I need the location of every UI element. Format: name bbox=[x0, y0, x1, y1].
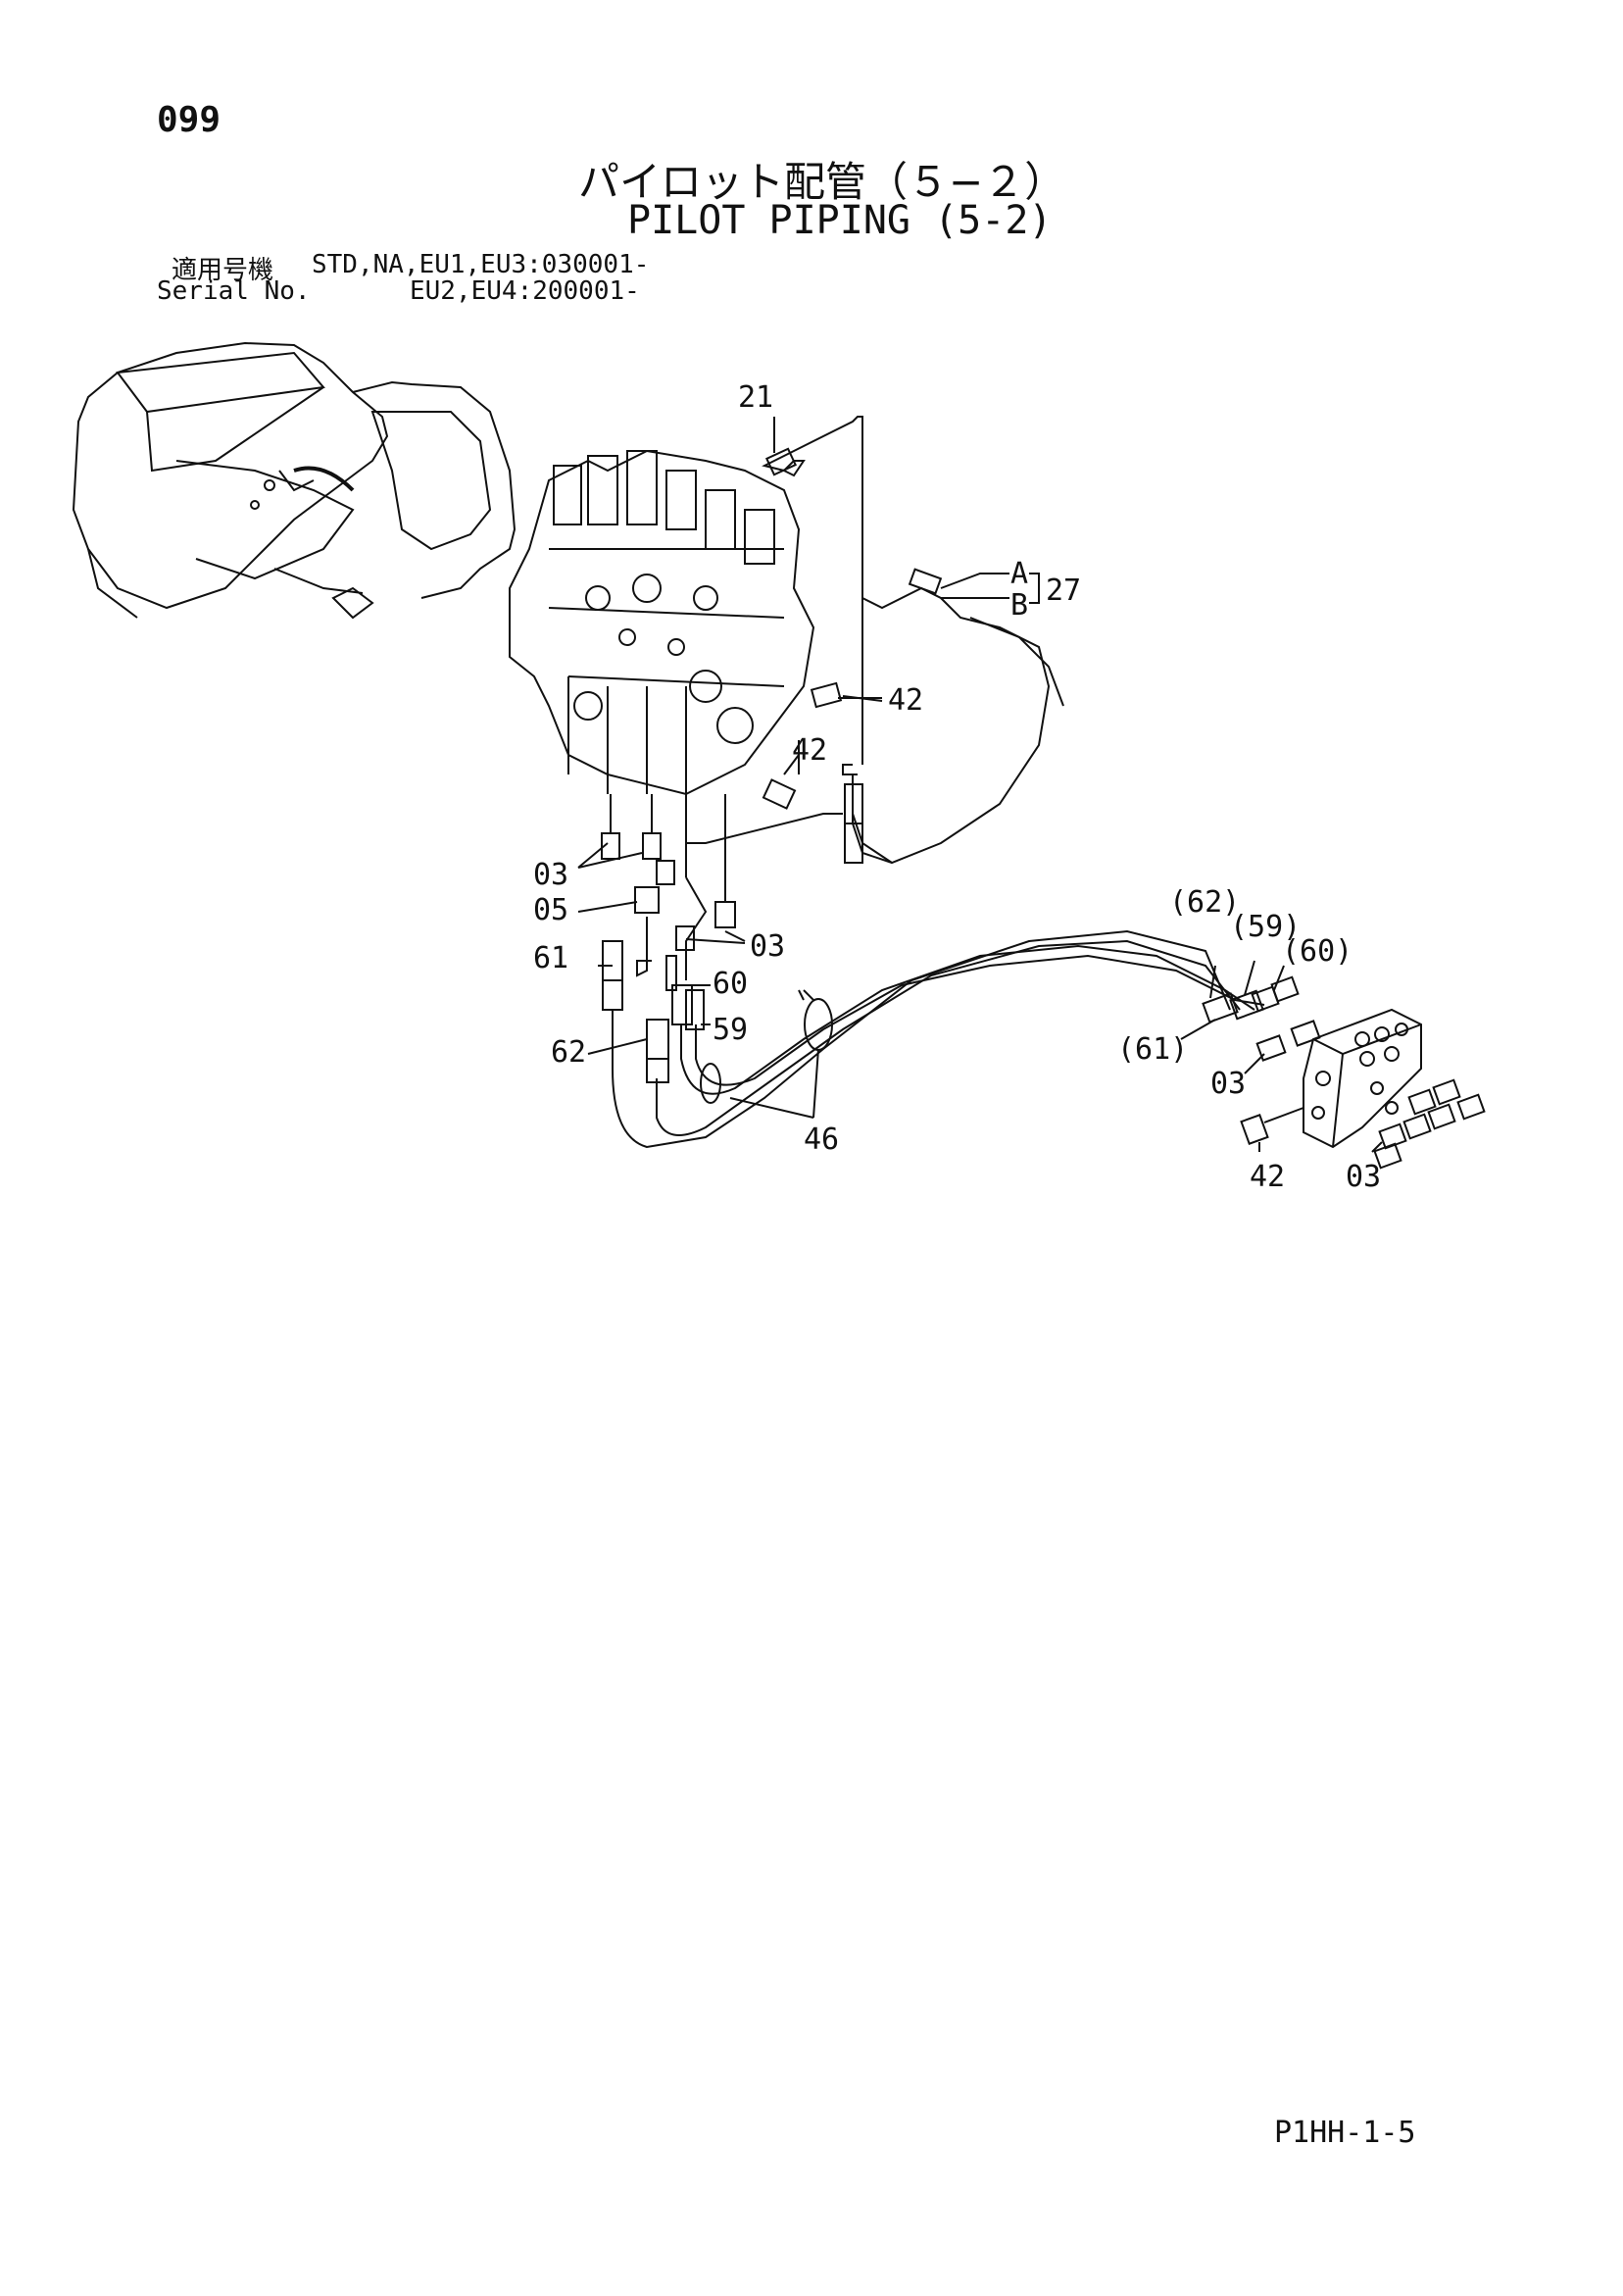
callout-B: B bbox=[1010, 588, 1028, 623]
callout-A: A bbox=[1010, 557, 1028, 591]
serial-label-english: Serial No. bbox=[157, 276, 311, 306]
title-english: PILOT PIPING (5-2) bbox=[627, 198, 1053, 243]
callout-03: 03 bbox=[533, 858, 568, 892]
excavator-outline bbox=[72, 341, 516, 620]
callout-42: 42 bbox=[792, 733, 827, 768]
callout-59: 59 bbox=[713, 1013, 748, 1047]
document-code: P1HH-1-5 bbox=[1274, 2116, 1416, 2150]
callout-21: 21 bbox=[738, 380, 773, 415]
callout-59-alt: (59) bbox=[1230, 910, 1301, 944]
callout-60: 60 bbox=[713, 967, 748, 1001]
serial-range-line1: STD,NA,EU1,EU3:030001- bbox=[312, 250, 650, 279]
callout-62-alt: (62) bbox=[1169, 885, 1240, 920]
page-number: 099 bbox=[157, 100, 221, 140]
callout-05: 05 bbox=[533, 893, 568, 927]
right-valve-body bbox=[1303, 1008, 1422, 1149]
callout-03: 03 bbox=[1346, 1160, 1381, 1194]
serial-label-japanese: 適用号機 bbox=[172, 256, 274, 285]
callout-27: 27 bbox=[1046, 574, 1081, 608]
callout-61: 61 bbox=[533, 941, 568, 975]
callout-03: 03 bbox=[750, 929, 785, 964]
callout-60-alt: (60) bbox=[1282, 934, 1352, 969]
callout-03: 03 bbox=[1210, 1067, 1246, 1101]
title-japanese: パイロット配管（５−２） bbox=[578, 158, 1066, 206]
callout-42: 42 bbox=[1250, 1160, 1285, 1194]
callout-61-alt: (61) bbox=[1117, 1032, 1188, 1067]
callout-46: 46 bbox=[804, 1123, 839, 1157]
control-valve-assembly bbox=[509, 449, 815, 799]
callout-42: 42 bbox=[888, 683, 923, 718]
callout-62: 62 bbox=[551, 1035, 586, 1070]
serial-range-line2: EU2,EU4:200001- bbox=[410, 276, 640, 306]
